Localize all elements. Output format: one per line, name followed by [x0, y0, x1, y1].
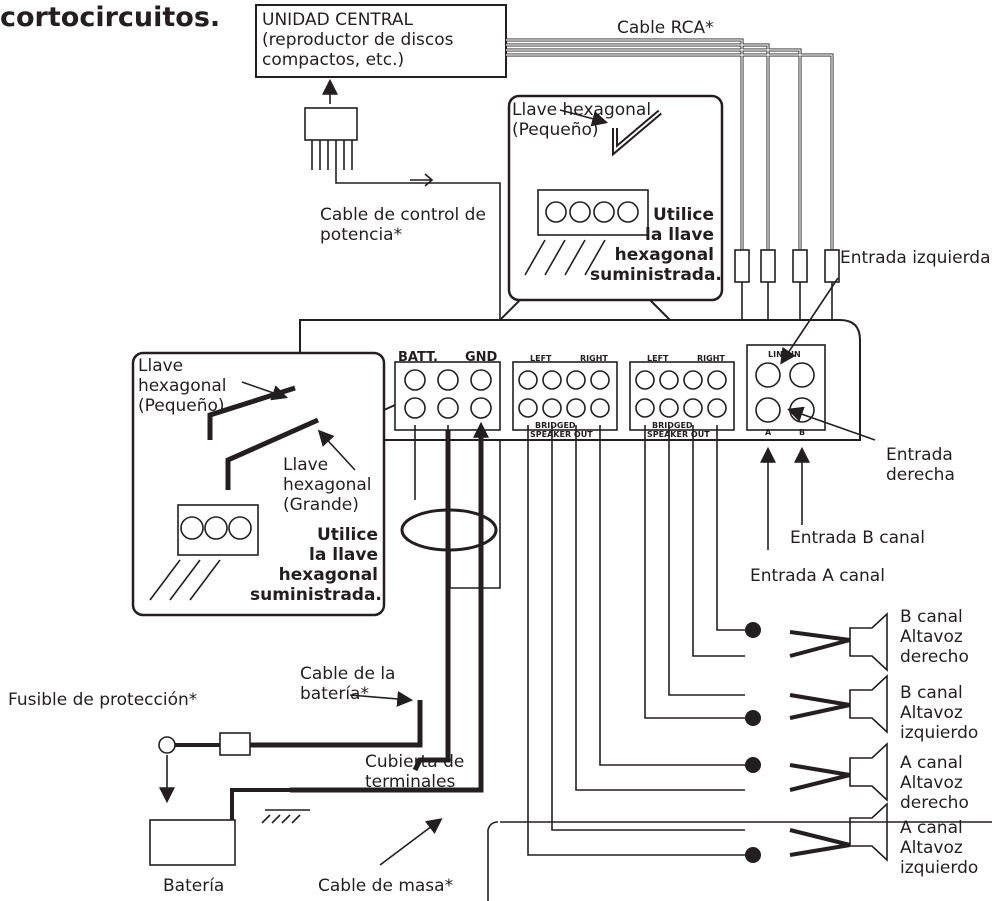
a-right-label: RIGHT: [580, 354, 608, 363]
input-b-channel-label: Entrada B canal: [790, 528, 925, 548]
power-control-cable-label: Cable de control de potencia*: [320, 205, 486, 245]
hex-small-left-label: Llave hexagonal (Pequeño): [138, 356, 227, 416]
gnd-terminal-label: GND: [465, 350, 498, 365]
hex-small-top-label: Llave hexagonal (Pequeño): [512, 100, 652, 140]
speaker-b-left-label: B canal Altavoz izquierdo: [900, 683, 979, 743]
input-a-channel-label: Entrada A canal: [750, 566, 885, 586]
ch-b-label: B: [799, 428, 806, 437]
hex-large-label: Llave hexagonal (Grande): [283, 455, 372, 515]
plus-b-left: [745, 710, 761, 726]
b-speaker-out-label: SPEAKER OUT: [647, 430, 710, 439]
b-left-label: LEFT: [647, 354, 669, 363]
speakers: [849, 612, 888, 862]
b-right-label: RIGHT: [697, 354, 725, 363]
head-unit-box: [255, 4, 507, 78]
head-unit-label: UNIDAD CENTRAL (reproductor de discos co…: [262, 10, 454, 70]
speaker-a-left-label: A canal Altavoz izquierdo: [900, 818, 979, 878]
a-left-label: LEFT: [530, 354, 552, 363]
right-input-label: Entrada derecha: [886, 445, 955, 485]
ground-cable: [290, 430, 484, 793]
use-hex-left-label: Utilice la llave hexagonal suministrada.: [250, 525, 382, 605]
page-heading: cortocircuitos.: [0, 2, 221, 33]
speaker-a-right-label: A canal Altavoz derecho: [900, 753, 969, 813]
terminal-cover-label: Cubierta de terminales: [365, 752, 465, 792]
rca-cable-label: Cable RCA*: [617, 18, 714, 38]
ch-a-label: A: [765, 428, 772, 437]
a-speaker-out-label: SPEAKER OUT: [530, 430, 593, 439]
battery-cable: [250, 430, 451, 772]
ground-cable-label: Cable de masa*: [318, 876, 454, 896]
battery-body: [149, 819, 236, 866]
battery-cable-label: Cable de la batería*: [300, 664, 396, 704]
use-hex-top-label: Utilice la llave hexagonal suministrada.: [590, 205, 722, 285]
a-bridged-label: BRIDGED: [535, 421, 576, 430]
plus-a-right: [745, 757, 761, 773]
b-bridged-label: BRIDGED: [652, 421, 693, 430]
batt-terminal-label: BATT.: [398, 350, 438, 365]
plus-a-left: [745, 847, 761, 863]
fuse-label: Fusible de protección*: [8, 690, 198, 710]
left-input-label: Entrada izquierda: [840, 248, 991, 268]
plus-b-right: [745, 622, 761, 638]
battery-label: Batería: [163, 876, 225, 896]
fuse: [219, 732, 251, 756]
speaker-b-right-label: B canal Altavoz derecho: [900, 607, 969, 667]
line-in-label: LINE IN: [768, 350, 801, 359]
harness-connector: [304, 107, 358, 141]
